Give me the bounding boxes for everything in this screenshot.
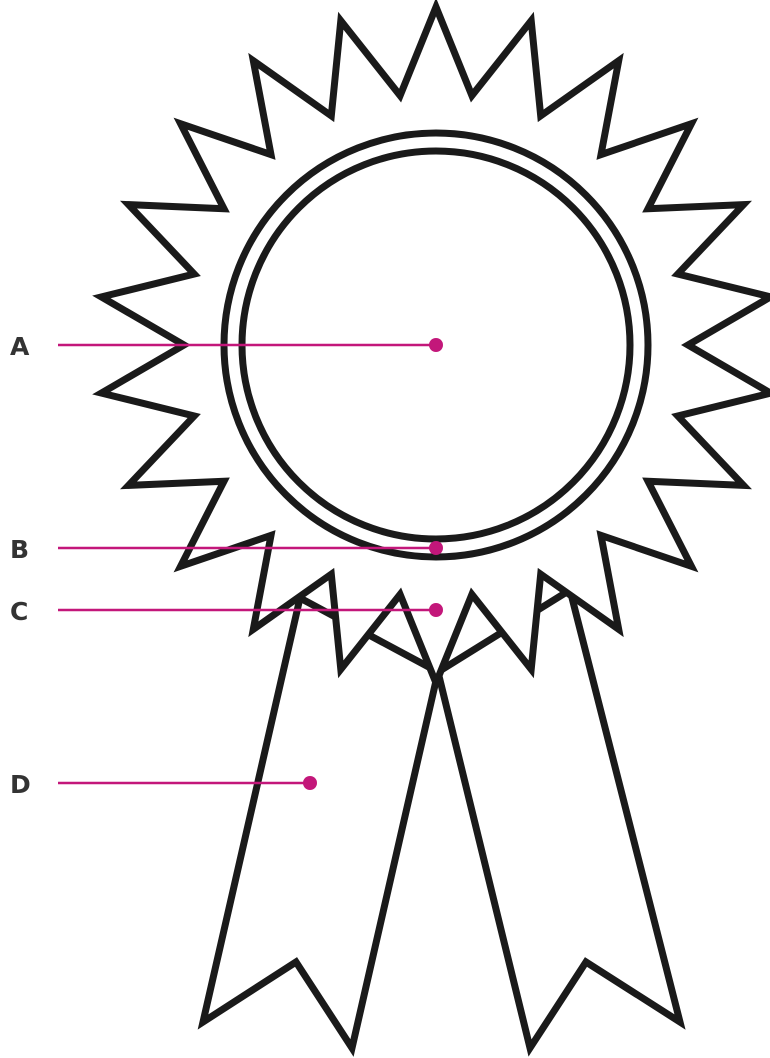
leader-dot-d <box>303 776 317 790</box>
ribbon-tail-left <box>203 598 438 1048</box>
label-d: D <box>10 770 31 799</box>
ribbon-tail-right <box>438 590 680 1048</box>
label-c: C <box>10 597 28 626</box>
leader-dot-a <box>429 338 443 352</box>
leader-dot-b <box>429 541 443 555</box>
label-b: B <box>10 535 29 564</box>
label-letters: A B C D <box>10 332 31 799</box>
label-a: A <box>10 332 30 361</box>
leader-dot-c <box>429 603 443 617</box>
